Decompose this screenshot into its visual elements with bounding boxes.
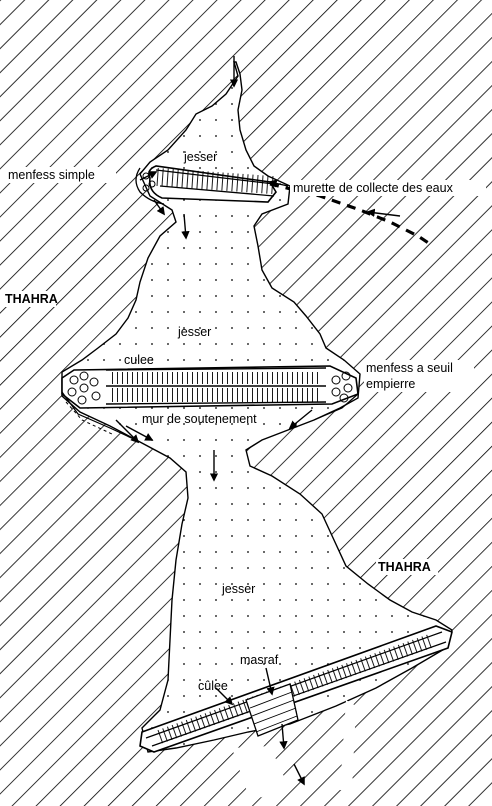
flow-arrow-menfess-in <box>139 171 158 181</box>
upper-dam-wall <box>155 167 275 195</box>
label-jesser-middle: jesser <box>177 325 211 339</box>
label-bg-menfess-simple <box>4 167 116 183</box>
label-mur-soutenement: mur de soutenement <box>142 412 257 426</box>
label-murette: murette de collecte des eaux <box>293 181 454 195</box>
flow-arrow-left-spill <box>115 419 140 444</box>
middle-dam-lower-wall <box>112 388 322 402</box>
flow-arrows <box>115 56 401 786</box>
flow-arrow-culee <box>215 687 234 706</box>
label-jesser-bottom: jesser <box>221 582 255 596</box>
label-menfess-simple: menfess simple <box>8 168 95 182</box>
upper-dam <box>135 165 277 205</box>
label-bg-thahra-left <box>2 291 56 307</box>
label-menfess-seuil-1: menfess a seuil <box>366 361 453 375</box>
flow-arrow-upper <box>181 213 190 240</box>
outflow-channel <box>232 746 290 800</box>
masraf-spillway <box>245 683 299 737</box>
middle-dam <box>61 365 359 443</box>
side-channel <box>340 700 356 790</box>
flow-arrow-collection <box>366 208 401 218</box>
label-bg-murette <box>290 180 486 196</box>
flow-arrow-right-spill <box>288 409 313 430</box>
label-culee-middle: culee <box>124 353 154 367</box>
bottom-dam-wall <box>155 634 434 745</box>
label-thahra-right: THAHRA <box>378 560 431 574</box>
label-menfess-seuil-2: empierre <box>366 377 415 391</box>
flow-arrow-murette <box>268 179 289 188</box>
flow-arrow-menfess-out <box>153 199 165 216</box>
sediment-dots <box>62 62 452 752</box>
flow-arrow-outlet <box>293 763 305 786</box>
label-bg-menfess-seuil <box>364 360 474 392</box>
flow-arrow-left-spill-2 <box>125 425 154 441</box>
bottom-dam <box>139 625 453 753</box>
label-bg-thahra-right <box>376 559 438 575</box>
culee-left <box>67 371 101 405</box>
flow-arrow-masraf <box>279 723 288 750</box>
label-jesser-top: jesser <box>183 150 217 164</box>
label-thahra-left: THAHRA <box>5 292 58 306</box>
menfess-seuil-right <box>331 371 353 403</box>
label-masraf: masraf <box>240 653 279 667</box>
flow-arrow-masraf-label <box>265 667 275 696</box>
label-culee-bottom: cûlee <box>198 679 228 693</box>
middle-dam-top-wall <box>112 372 322 384</box>
